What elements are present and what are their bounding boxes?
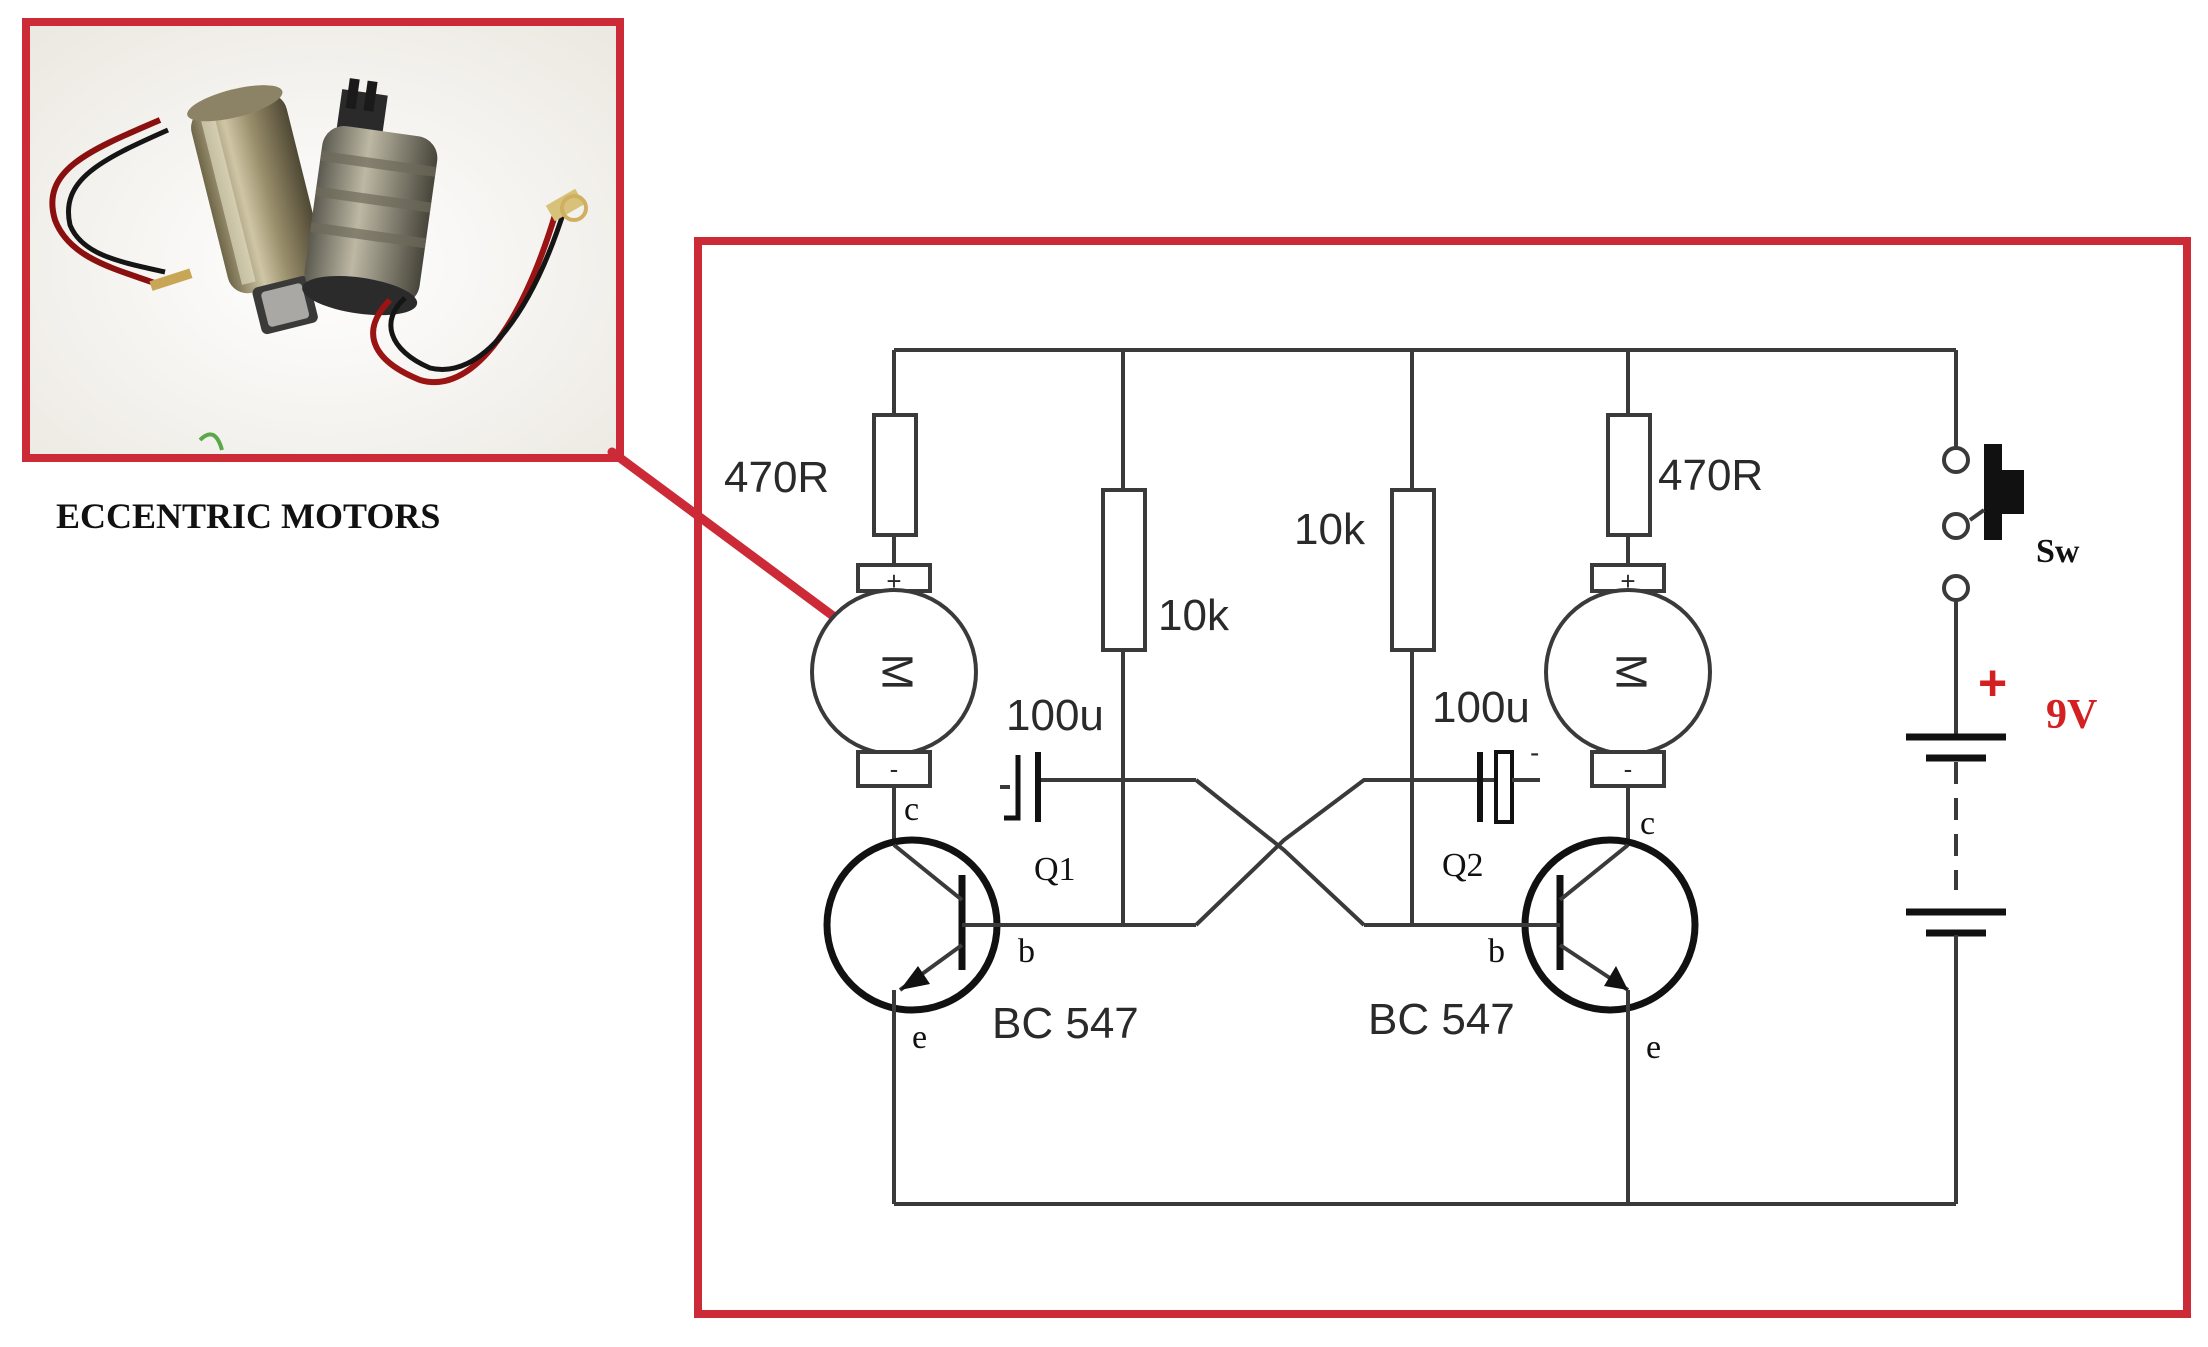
switch-label: Sw — [2036, 533, 2080, 570]
eccentric-motor-left — [49, 85, 324, 335]
transistor-right — [1520, 836, 1699, 1014]
left-collector-resistor-label: 470R — [724, 453, 829, 502]
capacitor-right: - — [1398, 737, 1540, 824]
base-resistor-left — [1101, 488, 1147, 652]
capacitor-right-polarity: - — [1530, 737, 1539, 768]
push-switch — [1942, 444, 2024, 602]
left-capacitor-label: 100u — [1006, 691, 1104, 740]
motor-right-minus: - — [1624, 754, 1633, 784]
battery-plus-sign: + — [1978, 655, 2007, 711]
collector-resistor-right — [1606, 413, 1652, 537]
left-transistor-model: BC 547 — [992, 999, 1139, 1048]
right-emitter-pin: e — [1646, 1029, 1661, 1066]
callout-line — [607, 447, 865, 641]
motor-left-minus: - — [890, 754, 899, 784]
right-transistor-model: BC 547 — [1368, 995, 1515, 1044]
motor-right-label: M — [1606, 654, 1655, 691]
right-capacitor-label: 100u — [1432, 683, 1530, 732]
battery — [1906, 733, 2006, 937]
battery-voltage-label: 9V — [2046, 692, 2097, 738]
motor-right: + - M — [1544, 563, 1712, 788]
circuit-diagram: + - M — [810, 348, 2024, 1206]
motor-left-label: M — [872, 654, 921, 691]
right-base-pin: b — [1488, 933, 1505, 970]
right-collector-pin: c — [1640, 805, 1655, 842]
left-emitter-pin: e — [912, 1019, 927, 1056]
motor-right-plus: + — [1620, 566, 1635, 596]
photo-frame — [22, 18, 624, 462]
transistor-left — [823, 836, 1002, 1014]
photo-caption: ECCENTRIC MOTORS — [56, 496, 440, 536]
motor-left: + - M — [810, 563, 978, 788]
right-bias-resistor-label: 10k — [1294, 505, 1366, 554]
collector-resistor-left — [872, 413, 918, 537]
left-bias-resistor-label: 10k — [1158, 591, 1230, 640]
circuit-frame — [694, 237, 2191, 1318]
left-collector-pin: c — [904, 791, 919, 828]
right-collector-resistor-label: 470R — [1658, 451, 1763, 500]
left-base-pin: b — [1018, 933, 1035, 970]
capacitor-left — [1000, 752, 1196, 822]
eccentric-motor-right — [302, 78, 588, 385]
right-transistor-name: Q2 — [1442, 847, 1484, 884]
motor-left-plus: + — [886, 566, 901, 596]
left-transistor-name: Q1 — [1034, 851, 1076, 888]
base-resistor-right — [1390, 488, 1436, 652]
motor-photo — [26, 22, 620, 458]
